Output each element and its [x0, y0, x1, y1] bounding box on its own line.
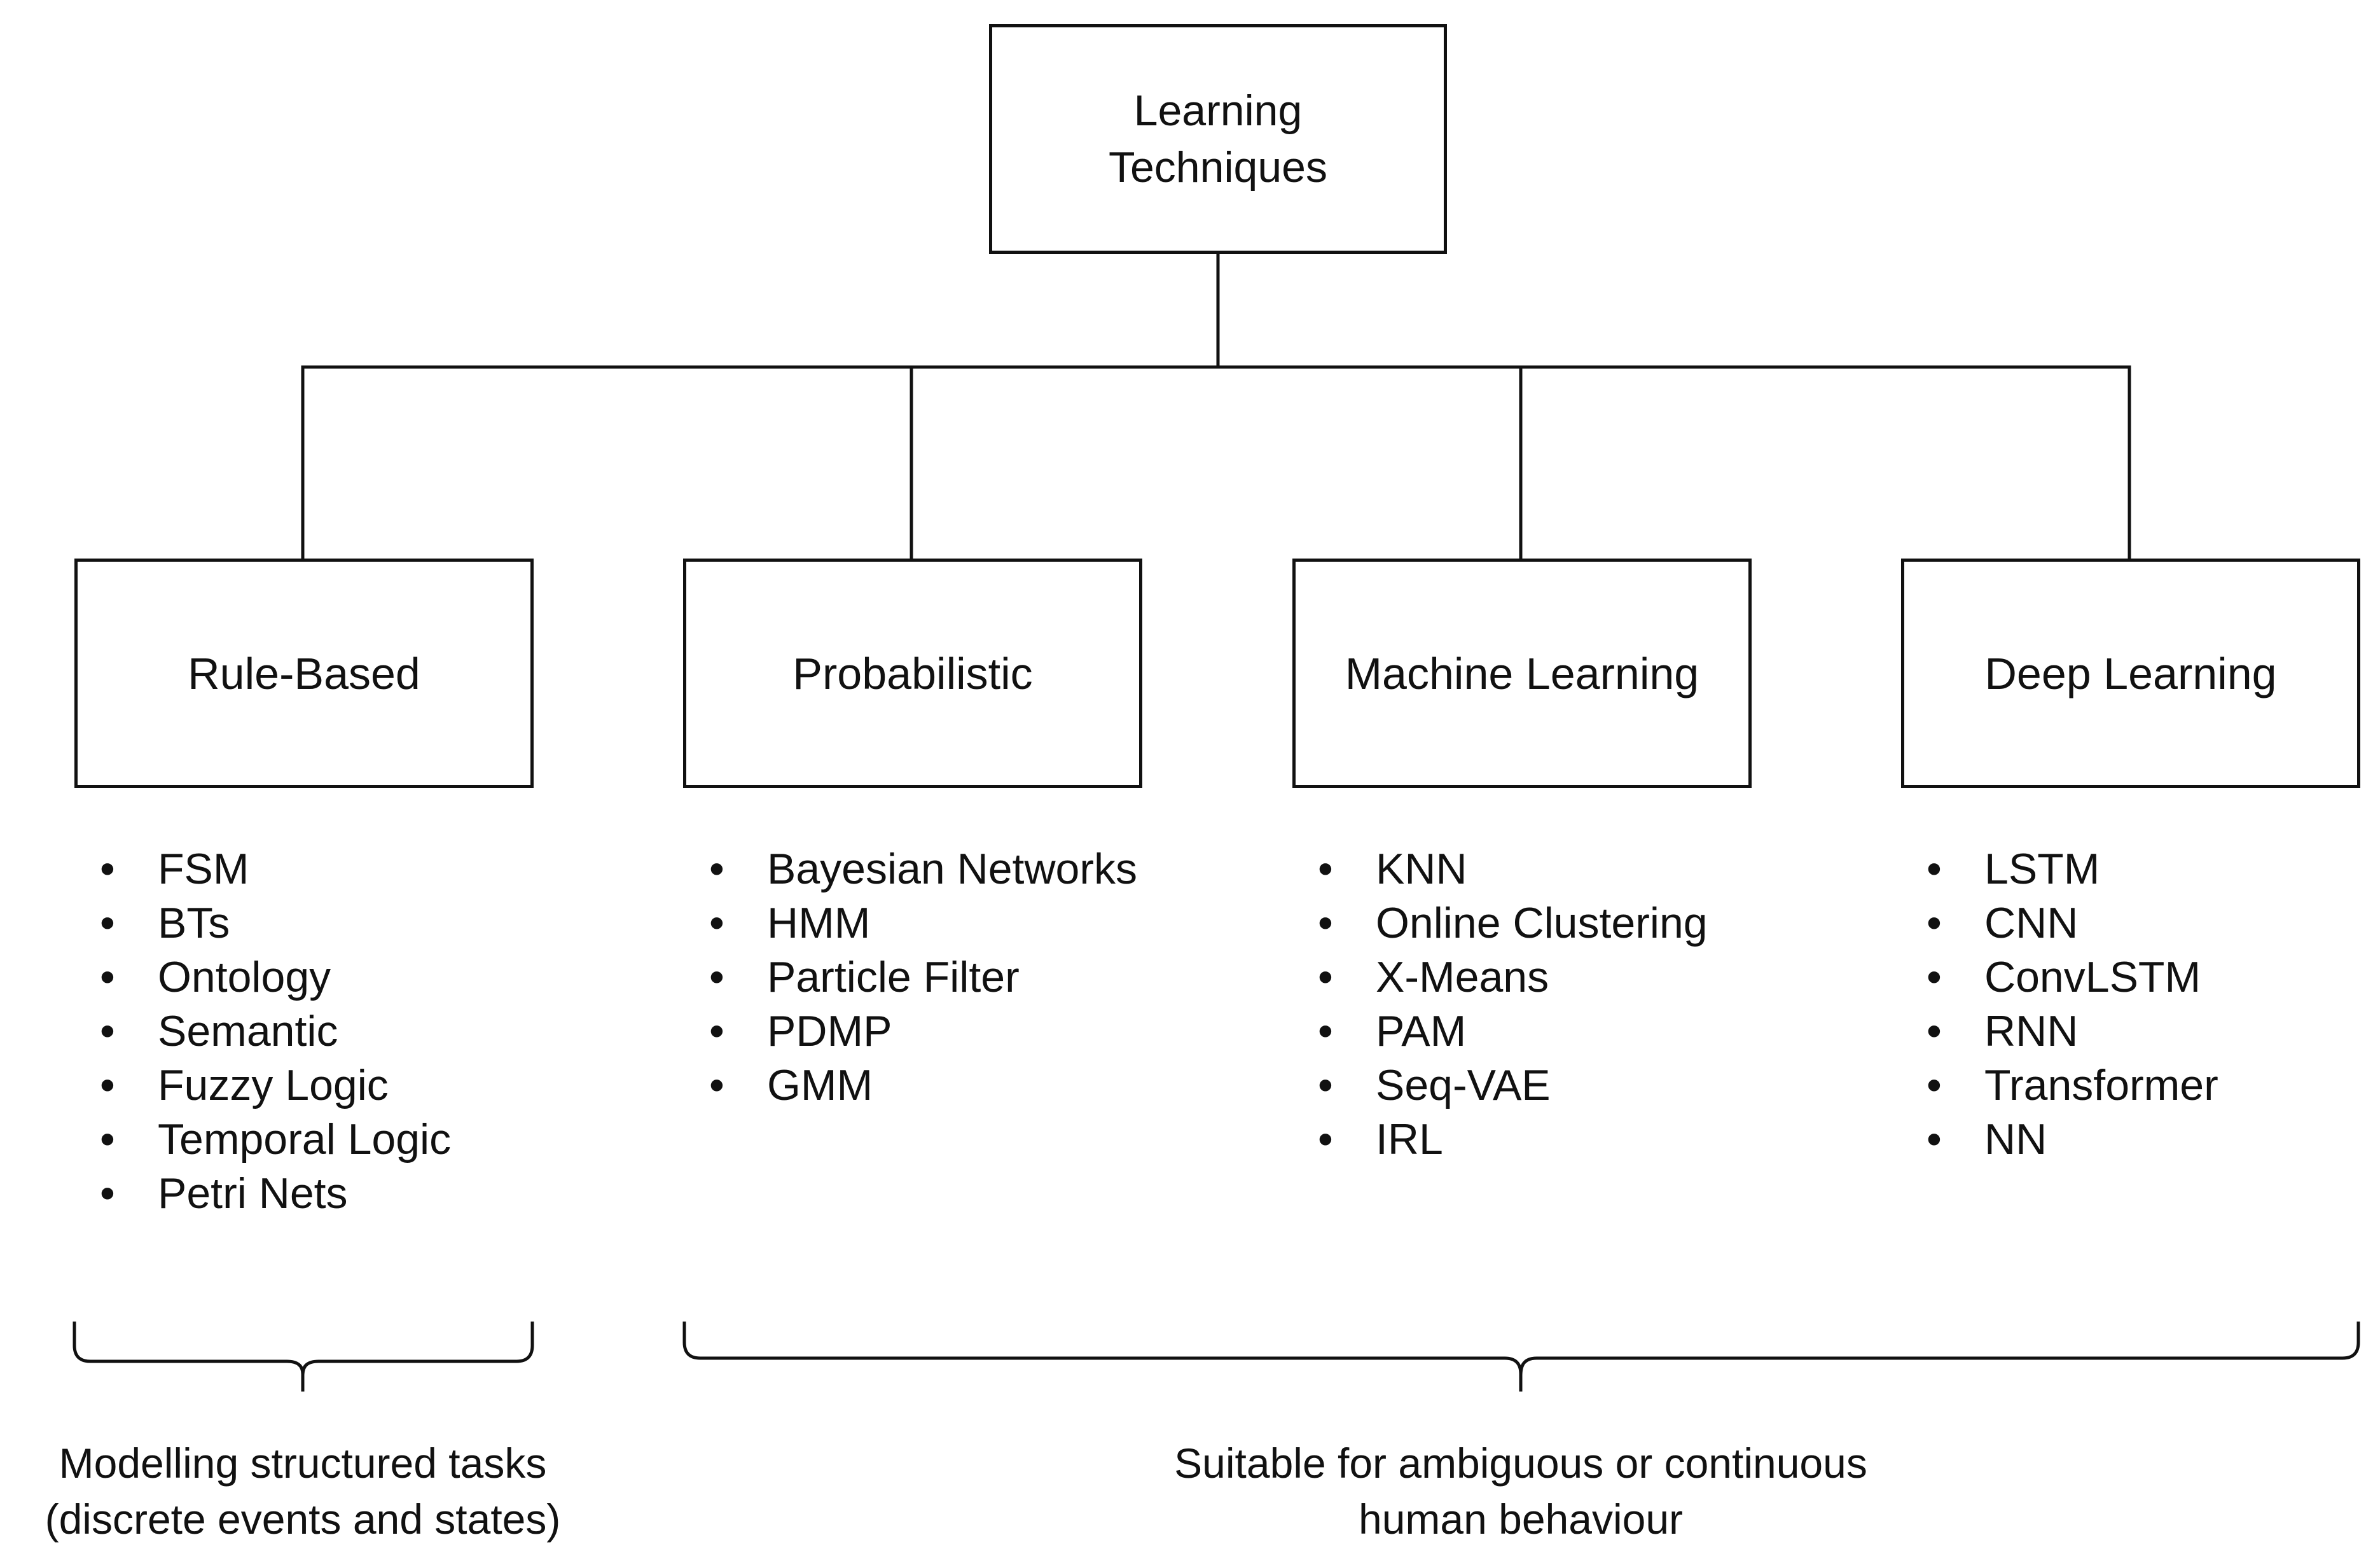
- category-box-deep-learning: Deep Learning: [1901, 559, 2360, 788]
- list-item: LSTM: [1927, 842, 2218, 896]
- grouping-note-structured: Modelling structured tasks (discrete eve…: [45, 1440, 561, 1543]
- list-item: PDMP: [709, 1004, 1137, 1059]
- list-item: KNN: [1318, 842, 1708, 896]
- technique-list-machine-learning: KNN Online Clustering X-Means PAM Seq-VA…: [1318, 842, 1708, 1167]
- list-item: Seq-VAE: [1318, 1059, 1708, 1113]
- list-item: Transformer: [1927, 1059, 2218, 1113]
- category-title: Rule-Based: [188, 648, 420, 698]
- list-item: FSM: [100, 842, 451, 896]
- list-item: IRL: [1318, 1113, 1708, 1167]
- list-item: ConvLSTM: [1927, 950, 2218, 1004]
- list-item: PAM: [1318, 1004, 1708, 1059]
- list-item: GMM: [709, 1059, 1137, 1113]
- list-item: Fuzzy Logic: [100, 1059, 451, 1113]
- category-box-machine-learning: Machine Learning: [1292, 559, 1752, 788]
- list-item: Online Clustering: [1318, 896, 1708, 950]
- list-item: Semantic: [100, 1004, 451, 1059]
- list-item: Temporal Logic: [100, 1113, 451, 1167]
- grouping-note-continuous: Suitable for ambiguous or continuous hum…: [1174, 1440, 1867, 1543]
- list-item: CNN: [1927, 896, 2218, 950]
- list-item: Petri Nets: [100, 1167, 451, 1221]
- list-item: Bayesian Networks: [709, 842, 1137, 896]
- category-box-probabilistic: Probabilistic: [683, 559, 1142, 788]
- category-title: Deep Learning: [1984, 648, 2277, 698]
- list-item: BTs: [100, 896, 451, 950]
- list-item: X-Means: [1318, 950, 1708, 1004]
- category-title: Machine Learning: [1345, 648, 1699, 698]
- technique-list-deep-learning: LSTM CNN ConvLSTM RNN Transformer NN: [1927, 842, 2218, 1167]
- root-node-title: Learning Techniques: [1108, 86, 1328, 191]
- technique-list-rule-based: FSM BTs Ontology Semantic Fuzzy Logic Te…: [100, 842, 451, 1221]
- list-item: NN: [1927, 1113, 2218, 1167]
- left-curly-brace: [73, 1321, 534, 1392]
- list-item: Ontology: [100, 950, 451, 1004]
- category-box-rule-based: Rule-Based: [74, 559, 534, 788]
- root-node-box: Learning Techniques: [989, 24, 1447, 254]
- technique-list-probabilistic: Bayesian Networks HMM Particle Filter PD…: [709, 842, 1137, 1113]
- category-title: Probabilistic: [792, 648, 1033, 698]
- list-item: RNN: [1927, 1004, 2218, 1059]
- right-curly-brace: [682, 1321, 2360, 1392]
- list-item: Particle Filter: [709, 950, 1137, 1004]
- list-item: HMM: [709, 896, 1137, 950]
